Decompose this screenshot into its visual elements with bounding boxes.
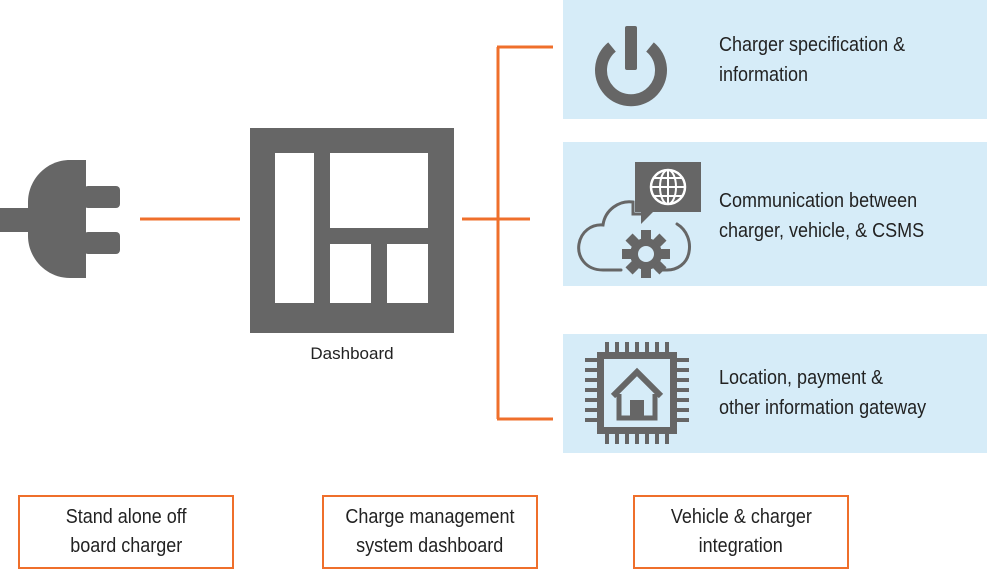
chip-home-icon	[585, 342, 689, 444]
feature-text: Charger specification & information	[719, 30, 905, 90]
category-line-2: system dashboard	[356, 535, 504, 557]
feature-text: Communication between charger, vehicle, …	[719, 186, 924, 246]
feature-line-2: information	[719, 64, 809, 86]
category-line-1: Charge management	[345, 506, 515, 528]
category-box-vehicle-integration: Vehicle & charger integration	[633, 495, 849, 569]
category-box-standalone: Stand alone off board charger	[18, 495, 234, 569]
plug-icon	[0, 160, 120, 278]
feature-panel-location-payment: Location, payment & other information ga…	[563, 334, 987, 453]
dashboard-icon	[250, 128, 454, 333]
category-line-2: integration	[698, 535, 784, 557]
dashboard-label: Dashboard	[310, 344, 394, 363]
category-line-1: Stand alone off	[65, 506, 187, 528]
feature-line-1: Communication between	[719, 190, 918, 212]
feature-line-2: other information gateway	[719, 397, 927, 419]
feature-line-1: Charger specification &	[719, 34, 906, 56]
feature-line-1: Location, payment &	[719, 367, 884, 389]
category-box-cms-dashboard: Charge management system dashboard	[322, 495, 538, 569]
category-line-1: Vehicle & charger	[670, 506, 812, 528]
power-icon	[595, 26, 667, 107]
category-line-2: board charger	[69, 535, 183, 557]
feature-line-2: charger, vehicle, & CSMS	[719, 220, 925, 242]
feature-text: Location, payment & other information ga…	[719, 363, 926, 423]
feature-panel-charger-spec: Charger specification & information	[563, 0, 987, 119]
cloud-gear-globe-icon	[577, 162, 701, 278]
feature-panel-communication: Communication between charger, vehicle, …	[563, 142, 987, 286]
